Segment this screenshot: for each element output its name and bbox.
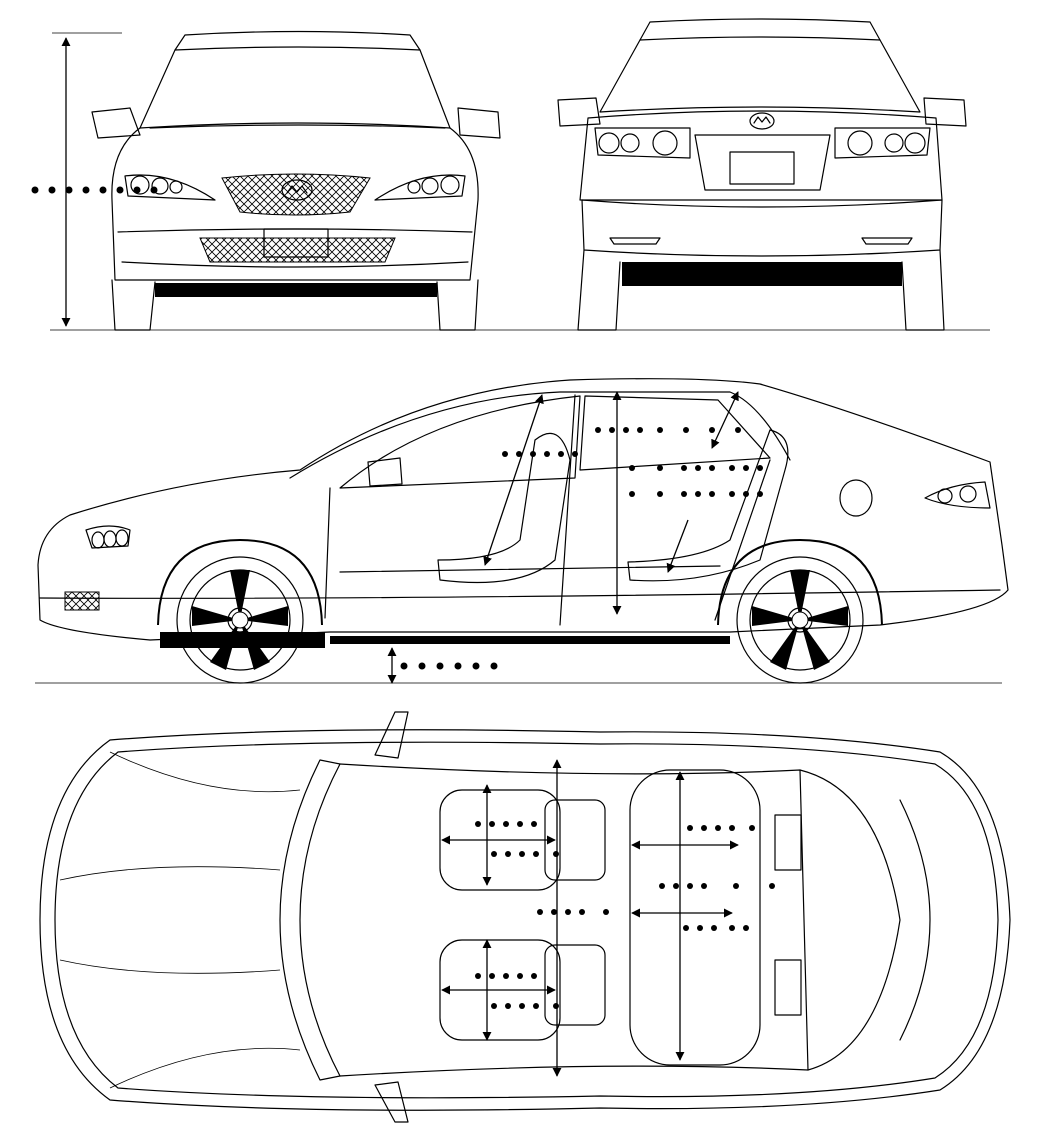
top-view: [39, 711, 1011, 1123]
side-view: [35, 378, 1009, 684]
front-wheel: [176, 556, 304, 684]
rear-wheel: [736, 556, 864, 684]
height-dimension-placeholder: [31, 186, 158, 194]
rear-headroom-arrow-bottom: [666, 519, 689, 573]
rear-view: [557, 18, 967, 331]
rear-headroom-arrow-top: [711, 391, 739, 449]
front-headroom-arrow: [483, 394, 544, 566]
side-dimension-placeholders: [400, 427, 763, 670]
top-dimension-placeholders: [475, 821, 775, 1009]
front-view: [31, 30, 990, 331]
